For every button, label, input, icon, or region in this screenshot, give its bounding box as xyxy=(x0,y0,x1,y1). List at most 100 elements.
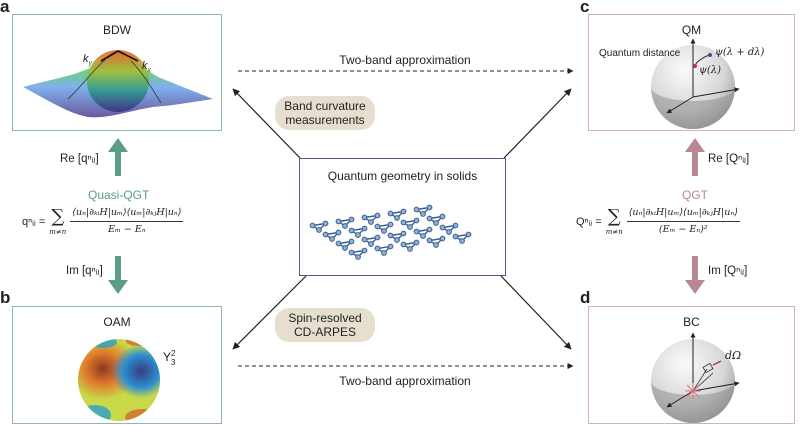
quantum-distance-label: Quantum distance xyxy=(599,48,681,59)
arrow-to-c xyxy=(503,88,572,159)
sigma-icon: ∑ xyxy=(607,206,621,227)
lattice-site xyxy=(348,238,355,245)
lattice-site xyxy=(342,245,348,251)
lattice-site xyxy=(426,237,433,244)
panel-title: QM xyxy=(681,23,702,37)
lattice-site xyxy=(439,224,446,231)
bottom-dashed-label: Two-band approximation xyxy=(339,374,471,388)
formula-denominator: (Eₘ − Eₙ)² xyxy=(658,224,708,235)
lattice-site xyxy=(309,222,316,229)
formula-numerator: ⟨uₙ|∂ₖᵢH|uₘ⟩⟨uₘ|∂ₖⱼH|uₙ⟩ xyxy=(70,207,184,222)
re-q-label: Re [qⁿᵢⱼ] xyxy=(60,153,99,165)
pink-up-arrow xyxy=(685,138,705,176)
im-Q-label: Im [Qⁿᵢⱼ] xyxy=(708,265,748,277)
lattice-site xyxy=(316,227,322,233)
lattice-site xyxy=(335,218,342,225)
lattice-site xyxy=(426,204,433,211)
lattice-site xyxy=(374,212,381,219)
sum-symbol: ∑m≠n xyxy=(49,206,66,237)
pill-line: CD-ARPES xyxy=(293,325,356,339)
lattice-site xyxy=(361,225,368,232)
ky-label: ky xyxy=(83,53,92,68)
lattice-site xyxy=(355,232,361,238)
lattice-site xyxy=(413,206,420,213)
lattice-site xyxy=(465,231,472,238)
sum-index: m≠n xyxy=(605,228,623,236)
lattice-site xyxy=(420,211,426,217)
lattice-site xyxy=(400,230,407,237)
lattice-site xyxy=(459,238,465,244)
lattice-site xyxy=(368,241,374,247)
lattice-site xyxy=(322,231,329,238)
formula-numerator: ⟨uₙ|∂ₖᵢH|uₘ⟩⟨uₘ|∂ₖⱼH|uₙ⟩ xyxy=(626,207,740,222)
qgt-label: QGT xyxy=(682,188,708,202)
pill-line: measurements xyxy=(285,113,365,127)
lattice-site xyxy=(361,247,368,254)
panel-letter-c: c xyxy=(580,0,590,16)
center-box: Quantum geometry in solids xyxy=(299,158,506,276)
lattice-site xyxy=(374,245,381,252)
panel-title: BC xyxy=(683,315,700,329)
band-surface-illustration xyxy=(23,50,213,118)
bloch-sphere-qm xyxy=(651,38,740,129)
lattice-site xyxy=(387,243,394,250)
lattice-site xyxy=(387,221,394,228)
top-dashed-label: Two-band approximation xyxy=(339,53,471,67)
lattice-site xyxy=(426,226,433,233)
pill-line: Spin-resolved xyxy=(288,311,362,325)
bloch-sphere-bc xyxy=(651,332,740,423)
lattice-site xyxy=(348,249,355,256)
lattice-site xyxy=(420,233,426,239)
lattice-site xyxy=(329,236,335,242)
lattice-site xyxy=(426,215,433,222)
panel-letter-b: b xyxy=(0,288,11,307)
lattice-site xyxy=(368,219,374,225)
solid-angle-label: dΩ xyxy=(725,349,742,362)
formula-lhs: qⁿᵢⱼ = xyxy=(22,215,46,228)
lattice-site xyxy=(433,242,439,248)
formula-denominator: Eₘ − Eₙ xyxy=(108,224,146,235)
psi-lambda: ψ(λ) xyxy=(699,65,721,76)
sigma-icon: ∑ xyxy=(51,206,65,227)
lattice-site xyxy=(400,208,407,215)
lattice-site xyxy=(335,240,342,247)
panel-qm: QM Quantum distance ψ(λ + dλ) ψ(λ) xyxy=(588,14,795,131)
lattice-site xyxy=(374,223,381,230)
lattice-site xyxy=(433,220,439,226)
lattice-site xyxy=(407,224,413,230)
psi-lambda-dlambda: ψ(λ + dλ) xyxy=(715,47,765,58)
quasi-qgt-formula: qⁿᵢⱼ = ∑m≠n ⟨uₙ|∂ₖᵢH|uₘ⟩⟨uₘ|∂ₖⱼH|uₙ⟩ Eₘ −… xyxy=(22,206,184,237)
quasi-qgt-label: Quasi-QGT xyxy=(88,188,150,202)
berry-flux-star-icon xyxy=(685,383,701,399)
lattice-site xyxy=(387,210,394,217)
lattice-site xyxy=(400,241,407,248)
panel-bdw: BDW ky kx xyxy=(12,14,222,131)
kagome-lattice-illustration xyxy=(309,204,472,260)
center-title: Quantum geometry in solids xyxy=(327,169,478,183)
band-curvature-pill: Band curvature measurements xyxy=(275,96,375,130)
re-Q-label: Re [Qⁿᵢⱼ] xyxy=(708,153,750,165)
lattice-site xyxy=(439,235,446,242)
lattice-site xyxy=(394,215,400,221)
spherical-harmonic-sphere xyxy=(78,339,160,421)
lattice-site xyxy=(413,217,420,224)
lattice-site xyxy=(439,213,446,220)
panel-title: BDW xyxy=(103,23,131,37)
kx-label: kx xyxy=(142,60,151,75)
lattice-site xyxy=(348,216,355,223)
lattice-site xyxy=(335,229,342,236)
lattice-site xyxy=(452,222,459,229)
lattice-site xyxy=(374,234,381,241)
arrow-to-d xyxy=(500,275,572,350)
spin-resolved-pill: Spin-resolved CD-ARPES xyxy=(275,308,375,342)
lattice-site xyxy=(348,227,355,234)
lattice-site xyxy=(381,228,387,234)
sum-symbol: ∑m≠n xyxy=(606,206,623,237)
im-q-label: Im [qⁿᵢⱼ] xyxy=(66,265,103,277)
lattice-site xyxy=(446,229,452,235)
arrow-to-a xyxy=(232,88,301,159)
lattice-site xyxy=(322,220,329,227)
panel-letter-a: a xyxy=(0,0,10,16)
